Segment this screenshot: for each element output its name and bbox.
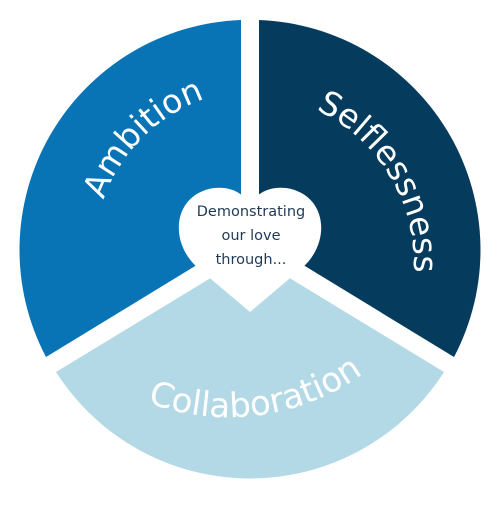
center-caption-line2: our love — [221, 228, 281, 244]
center-caption-line3: through... — [215, 252, 287, 268]
segment-selflessness — [259, 20, 481, 357]
segment-collaboration — [56, 254, 444, 479]
center-heart — [178, 187, 322, 312]
center-caption-line1: Demonstrating — [196, 204, 306, 220]
segment-ambition — [19, 20, 242, 357]
center-caption: Demonstrating our love through... — [176, 200, 326, 272]
